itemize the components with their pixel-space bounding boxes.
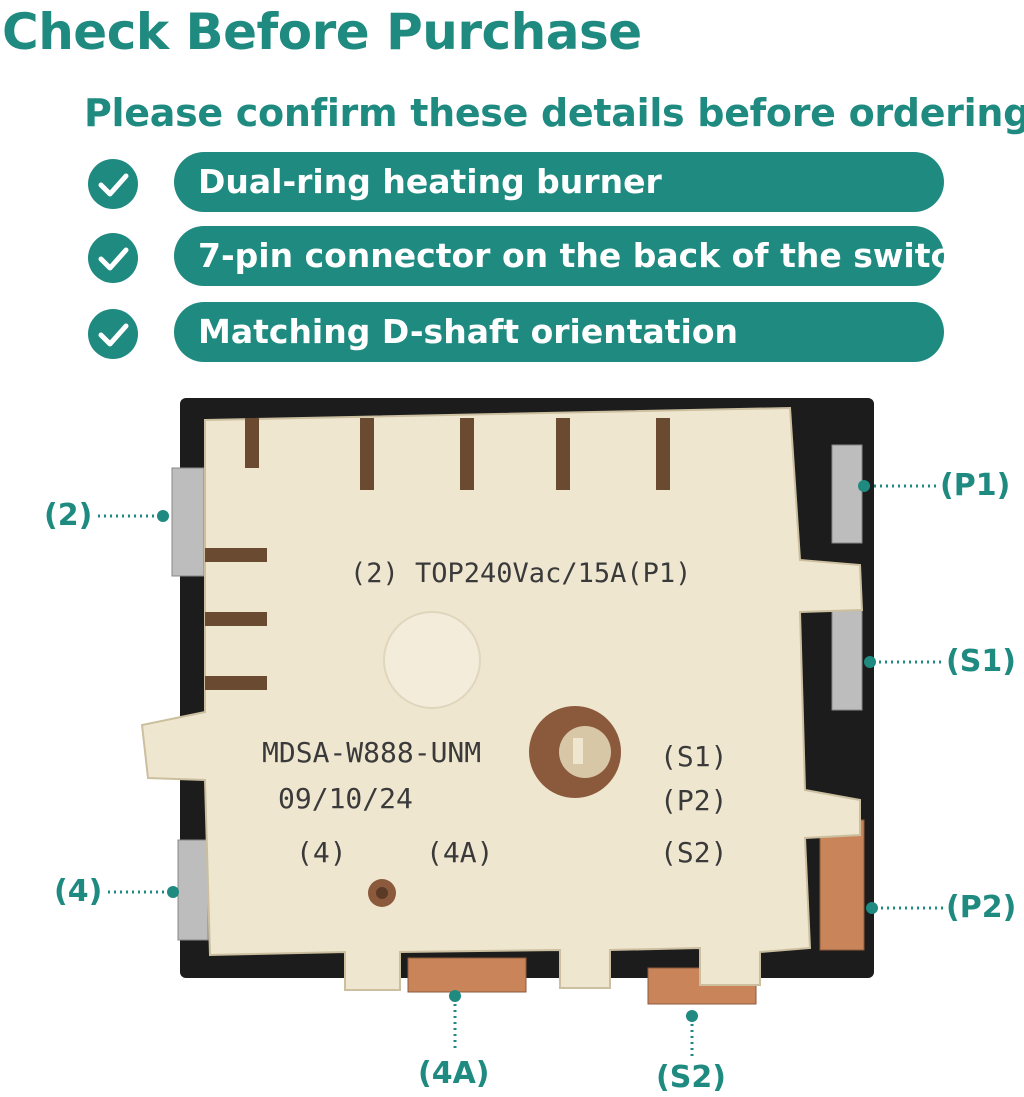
raised-boss — [383, 611, 481, 709]
checklist-label: Dual-ring heating burner — [174, 152, 944, 212]
vent-slot — [360, 418, 374, 490]
vent-slot — [245, 418, 259, 468]
check-circle-icon — [88, 233, 138, 283]
callout-term-4: (4) — [54, 874, 103, 909]
check-circle-icon — [88, 309, 138, 359]
vent-slot — [205, 548, 267, 562]
switch-marking-s2: (S2) — [660, 836, 727, 869]
switch-marking-4a: (4A) — [426, 836, 493, 869]
vent-slot — [205, 676, 267, 690]
vent-slot — [205, 612, 267, 626]
callout-dots — [157, 480, 878, 1022]
switch-marking-4: (4) — [296, 836, 347, 869]
callout-term-2: (2) — [44, 498, 93, 533]
checklist-item: Dual-ring heating burner — [86, 152, 946, 212]
switch-marking-s1: (S1) — [660, 740, 727, 773]
d-shaft — [559, 726, 611, 778]
terminal-p2 — [819, 819, 865, 951]
switch-date-marking: 09/10/24 — [278, 782, 413, 815]
vent-slot — [656, 418, 670, 490]
switch-top-marking: (2) TOP240Vac/15A(P1) — [350, 558, 691, 589]
terminal-p1 — [831, 444, 863, 544]
checklist-label: Matching D-shaft orientation — [174, 302, 944, 362]
terminal-2 — [171, 467, 205, 577]
terminal-4a — [407, 957, 527, 993]
page-title: Check Before Purchase — [2, 3, 642, 61]
callout-term-s1: (S1) — [946, 644, 1016, 679]
page-subtitle: Please confirm these details before orde… — [84, 91, 1024, 135]
callout-term-4a: (4A) — [418, 1056, 490, 1091]
checklist-label: 7-pin connector on the back of the switc… — [174, 226, 974, 286]
callout-term-s2: (S2) — [656, 1060, 726, 1095]
check-circle-icon — [88, 159, 138, 209]
vent-slot — [460, 418, 474, 490]
switch-body — [140, 406, 864, 991]
callout-term-p1: (P1) — [940, 468, 1011, 503]
terminal-s1 — [831, 609, 863, 711]
checklist-item: 7-pin connector on the back of the switc… — [86, 226, 974, 286]
callout-term-p2: (P2) — [946, 890, 1017, 925]
callout-leaders — [98, 484, 944, 1056]
switch-model-marking: MDSA-W888-UNM — [262, 736, 481, 769]
switch-illustration: (2) TOP240Vac/15A(P1) MDSA-W888-UNM 09/1… — [98, 398, 944, 1056]
switch-marking-p2: (P2) — [660, 784, 727, 817]
vent-slot — [556, 418, 570, 490]
checklist-item: Matching D-shaft orientation — [86, 302, 946, 362]
d-shaft-flat — [573, 738, 583, 764]
terminal-4 — [177, 839, 209, 941]
